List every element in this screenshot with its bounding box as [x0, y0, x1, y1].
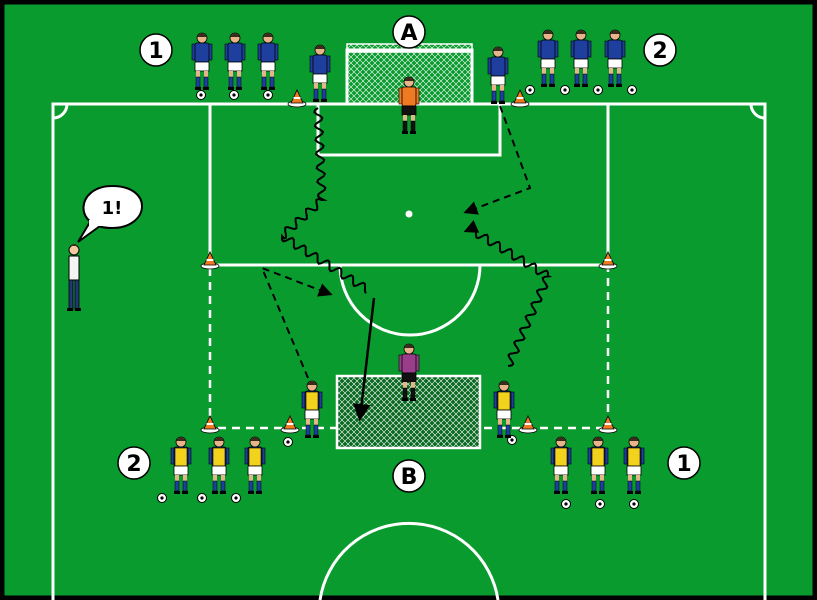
ball — [525, 85, 535, 95]
player-blue-attacker-right — [487, 46, 509, 104]
player-blue-group2-1 — [537, 29, 559, 87]
player-blue-group1-2 — [224, 32, 246, 90]
center-circle — [318, 521, 500, 600]
player-yellow-group1-3 — [623, 436, 645, 494]
player-yellow-group2-3 — [244, 436, 266, 494]
goal-b-label: B — [401, 465, 418, 490]
ball — [197, 493, 207, 503]
cone — [287, 89, 307, 108]
balls — [157, 85, 639, 509]
players — [170, 29, 645, 494]
ball — [196, 90, 206, 100]
ball — [157, 493, 167, 503]
player-yellow-attacker-left — [301, 380, 323, 438]
group-top-left-label: 1 — [148, 39, 163, 64]
ball — [263, 90, 273, 100]
player-blue-group2-3 — [604, 29, 626, 87]
badge-goal-a: A — [392, 15, 426, 49]
corner-arc-left — [52, 103, 69, 120]
ball — [231, 493, 241, 503]
cone — [280, 415, 300, 434]
dribble-path-b — [463, 219, 553, 367]
ball — [561, 499, 571, 509]
pass-path-to-arc — [260, 266, 333, 379]
ball — [629, 499, 639, 509]
ball — [593, 85, 603, 95]
cone — [518, 415, 538, 434]
penalty-arc — [338, 264, 482, 337]
goalkeeper-goal-b — [398, 343, 420, 401]
cone — [200, 251, 220, 270]
dribble-path-a — [281, 107, 367, 294]
player-blue-group1-1 — [191, 32, 213, 90]
movement-paths — [260, 105, 553, 422]
ball — [627, 85, 637, 95]
badge-group-bottom-right: 1 — [667, 446, 701, 480]
cones — [200, 89, 618, 434]
goal-b — [335, 374, 482, 450]
group-top-right-label: 2 — [652, 39, 667, 64]
goalkeeper-goal-a — [398, 76, 420, 134]
coach-call-text: 1! — [102, 198, 123, 219]
ball — [595, 499, 605, 509]
badge-group-top-right: 2 — [643, 33, 677, 67]
cone — [598, 415, 618, 434]
player-blue-attacker-left — [309, 44, 331, 102]
player-yellow-group2-1 — [170, 436, 192, 494]
player-yellow-attacker-right — [493, 380, 515, 438]
coach-speech-bubble: 1! — [77, 184, 143, 243]
cone — [510, 89, 530, 108]
ball — [283, 437, 293, 447]
badge-group-bottom-left: 2 — [117, 446, 151, 480]
ball — [229, 90, 239, 100]
cone — [598, 251, 618, 270]
corner-arc-right — [749, 103, 766, 120]
group-bottom-right-label: 1 — [676, 452, 691, 477]
pass-path-to-spot — [463, 105, 532, 215]
drill-zone-dashed — [208, 268, 610, 430]
player-yellow-group1-1 — [550, 436, 572, 494]
player-yellow-group2-2 — [208, 436, 230, 494]
penalty-area — [208, 104, 610, 267]
badge-group-top-left: 1 — [139, 33, 173, 67]
coach — [67, 244, 81, 311]
goal-a-label: A — [400, 21, 417, 46]
badge-goal-b: B — [392, 459, 426, 493]
shot-path — [352, 297, 376, 422]
player-blue-group1-3 — [257, 32, 279, 90]
cone — [200, 415, 220, 434]
penalty-spot — [405, 210, 413, 218]
group-bottom-left-label: 2 — [126, 452, 141, 477]
player-blue-group2-2 — [570, 29, 592, 87]
ball — [560, 85, 570, 95]
player-yellow-group1-2 — [587, 436, 609, 494]
